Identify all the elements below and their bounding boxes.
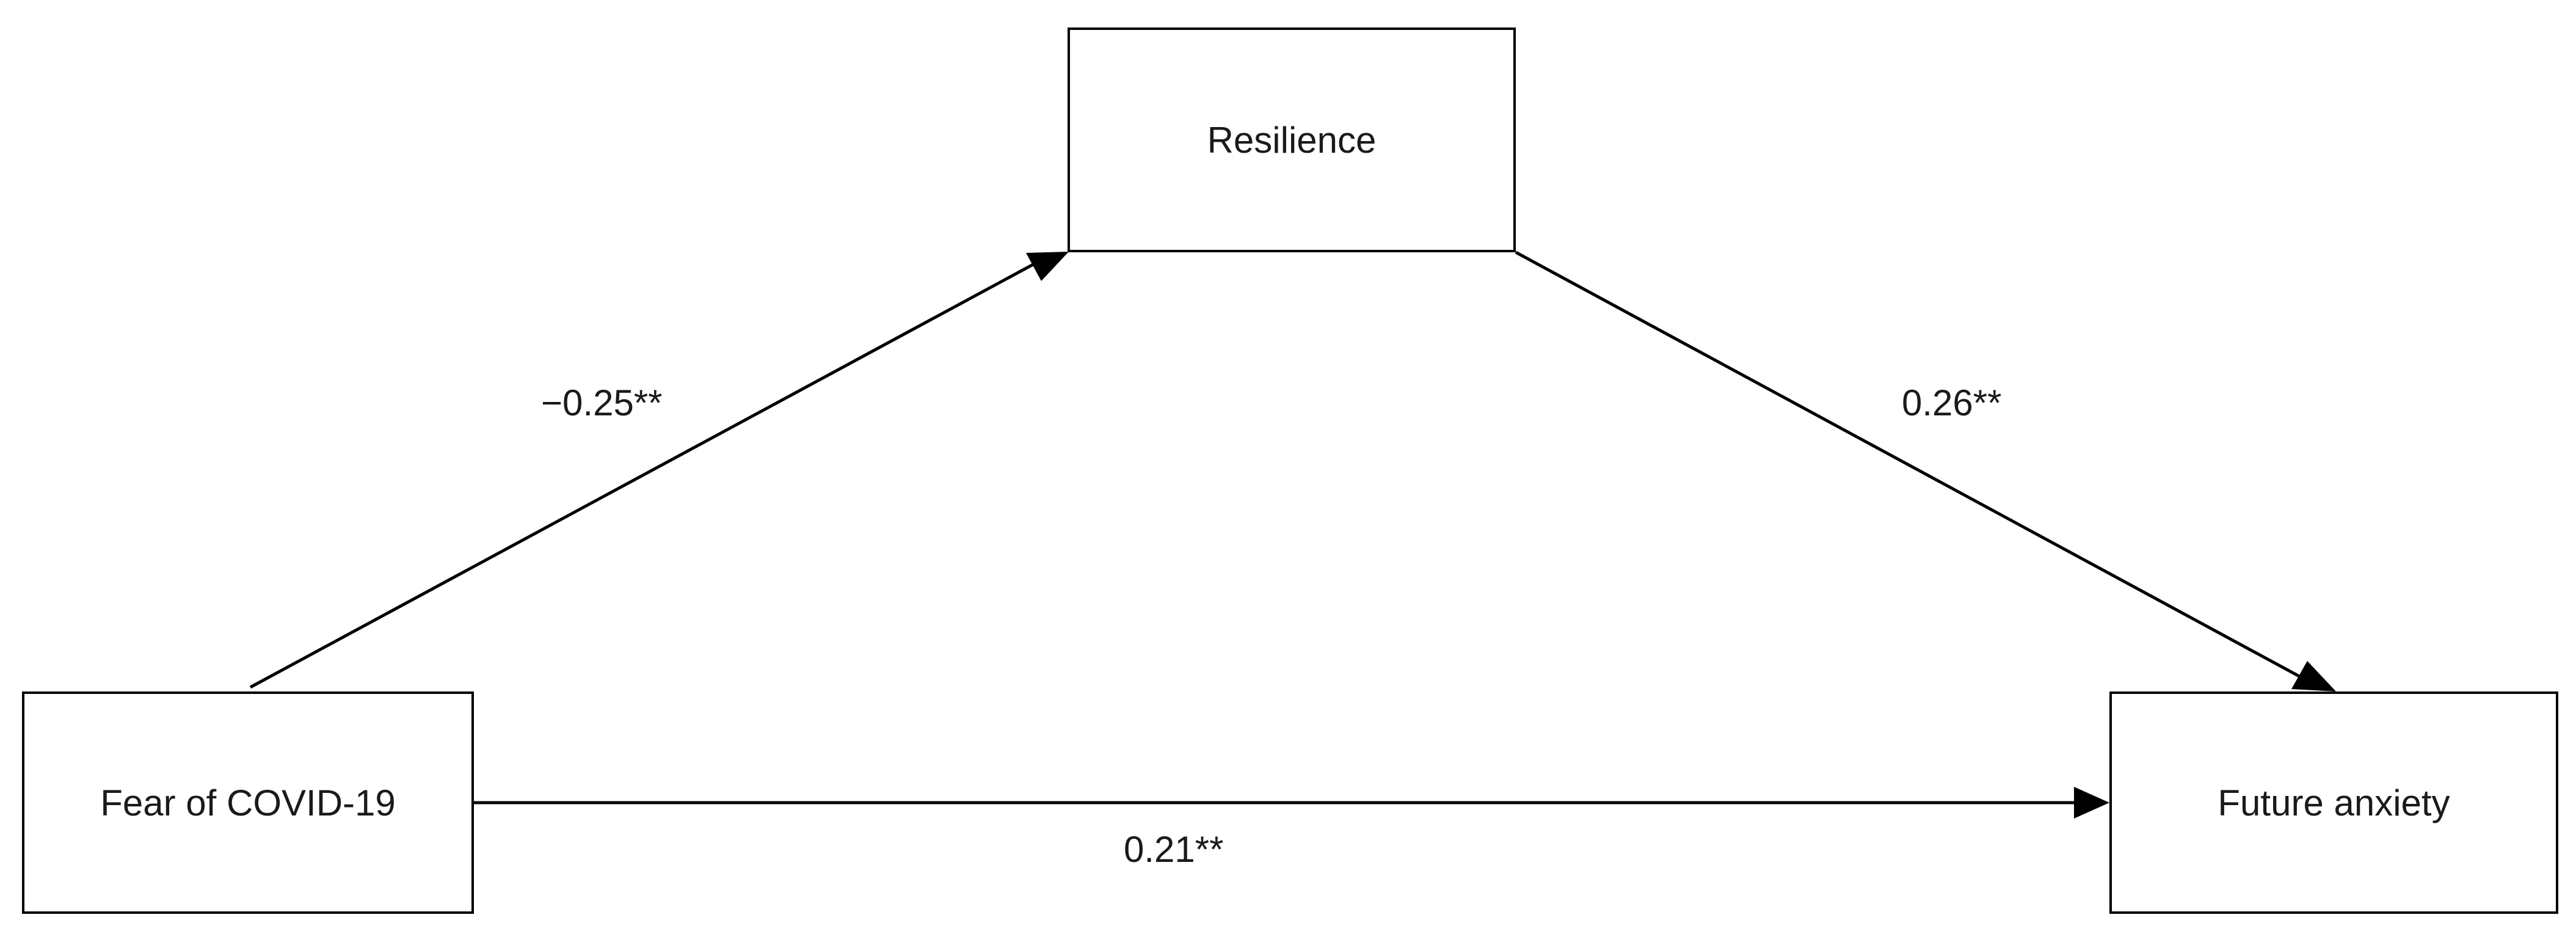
coefficient-mediator-to-outcome: 0.26** [1902,382,2002,423]
arrow-mediator-to-outcome [1515,250,2313,685]
arrow-predictor-to-mediator [249,257,1046,689]
arrowhead-mediator-to-outcome [2291,661,2336,691]
coefficient-predictor-to-outcome: 0.21** [1124,829,1224,870]
node-fear-of-covid: Fear of COVID-19 [22,691,474,914]
arrowhead-predictor-to-outcome [2074,787,2109,819]
node-fear-of-covid-label: Fear of COVID-19 [100,782,396,823]
node-future-anxiety-label: Future anxiety [2218,782,2450,823]
coefficient-predictor-to-mediator: −0.25** [541,382,663,423]
arrowhead-predictor-to-mediator [1026,252,1069,281]
node-resilience: Resilience [1068,27,1516,252]
node-future-anxiety: Future anxiety [2109,691,2558,914]
node-resilience-label: Resilience [1207,119,1377,161]
